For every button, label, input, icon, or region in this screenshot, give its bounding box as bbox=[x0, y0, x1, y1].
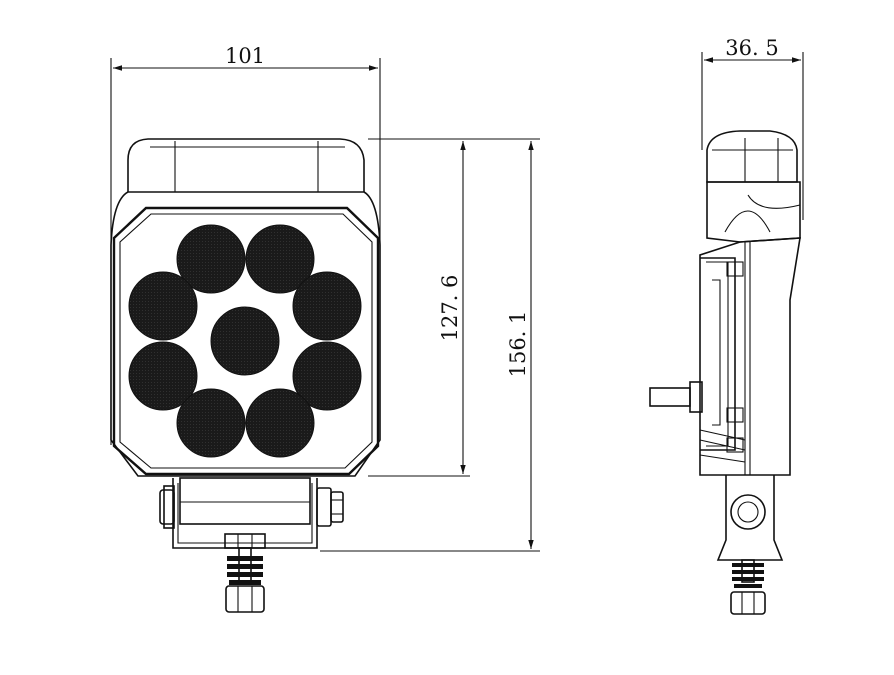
led-array bbox=[128, 224, 362, 458]
front-top-cap bbox=[127, 138, 365, 192]
dimension-lens-height: 127. 6 bbox=[368, 138, 470, 477]
dimension-depth: 36. 5 bbox=[701, 36, 804, 220]
dimension-overall-height-label: 156. 1 bbox=[506, 311, 530, 378]
front-housing bbox=[110, 191, 381, 477]
front-lens-frame bbox=[112, 206, 380, 476]
dimension-width: 101 bbox=[110, 44, 381, 445]
side-housing bbox=[699, 237, 801, 476]
led-9 bbox=[245, 388, 315, 458]
dimension-depth-label: 36. 5 bbox=[725, 36, 778, 60]
led-6 bbox=[128, 341, 198, 411]
dimension-lens-height-label: 127. 6 bbox=[438, 275, 462, 342]
side-top-cap bbox=[706, 130, 798, 183]
led-3 bbox=[128, 271, 198, 341]
front-bracket bbox=[159, 477, 344, 613]
led-5 bbox=[210, 306, 280, 376]
led-7 bbox=[292, 341, 362, 411]
dimension-width-label: 101 bbox=[225, 44, 265, 68]
front-view bbox=[110, 138, 381, 613]
side-view bbox=[649, 130, 801, 615]
dimension-overall-height: 156. 1 bbox=[320, 138, 540, 552]
led-2 bbox=[245, 224, 315, 294]
led-4 bbox=[292, 271, 362, 341]
led-8 bbox=[176, 388, 246, 458]
led-1 bbox=[176, 224, 246, 294]
